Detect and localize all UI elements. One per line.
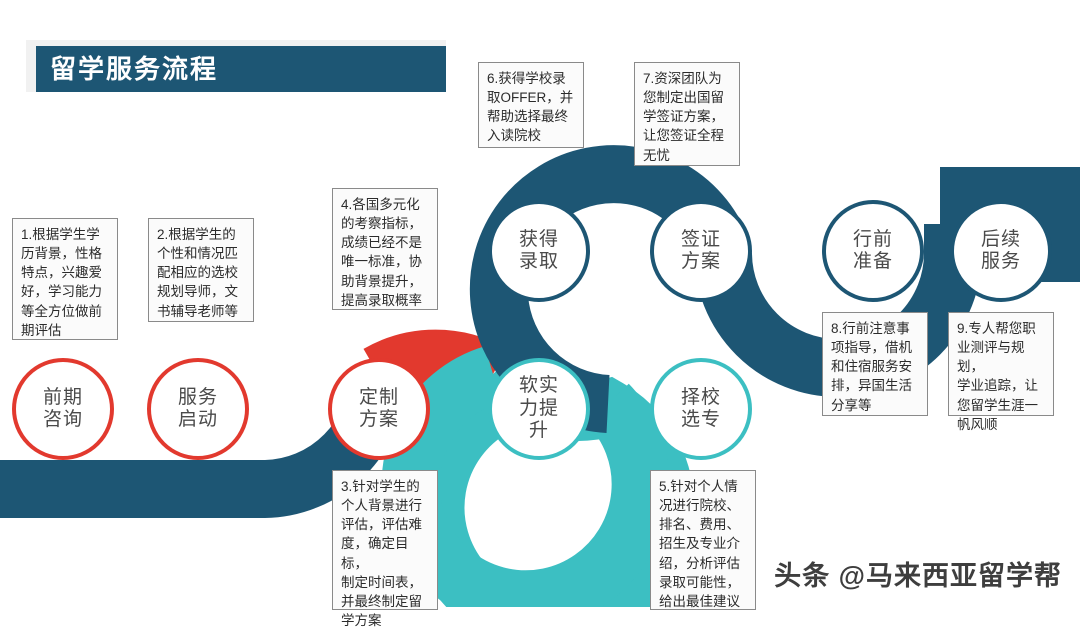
- note-2: 2.根据学生的 个性和情况匹 配相应的选校 规划导师，文 书辅导老师等: [148, 218, 254, 322]
- node-label: 前期 咨询: [42, 386, 83, 430]
- node-admission[interactable]: 获得 录取: [488, 200, 590, 302]
- note-6: 6.获得学校录 取OFFER，并 帮助选择最终 入读院校: [478, 62, 584, 148]
- node-custom-plan[interactable]: 定制 方案: [328, 358, 430, 460]
- watermark: 头条 @马来西亚留学帮: [774, 561, 1062, 591]
- node-pre-departure[interactable]: 行前 准备: [822, 200, 924, 302]
- node-label: 后续 服务: [980, 228, 1021, 272]
- infographic-canvas: 留学服务流程 前期 咨询 服务 启动 定制: [0, 40, 1080, 628]
- note-8: 8.行前注意事 项指导，借机 和住宿服务安 排，异国生活 分享等: [822, 312, 928, 416]
- node-label: 行前 准备: [852, 228, 893, 272]
- node-follow-up[interactable]: 后续 服务: [950, 200, 1052, 302]
- note-4: 4.各国多元化 的考察指标， 成绩已经不是 唯一标准，协 助背景提升， 提高录取…: [332, 188, 438, 310]
- note-5: 5.针对个人情 况进行院校、 排名、费用、 招生及专业介 绍，分析评估 录取可能…: [650, 470, 756, 610]
- node-soft-skill[interactable]: 软实 力提 升: [488, 358, 590, 460]
- node-label: 软实 力提 升: [518, 375, 559, 442]
- note-3: 3.针对学生的 个人背景进行 评估，评估难 度，确定目标， 制定时间表， 并最终…: [332, 470, 438, 628]
- node-label: 获得 录取: [518, 228, 559, 272]
- node-label: 择校 选专: [680, 386, 721, 430]
- node-service-start[interactable]: 服务 启动: [147, 358, 249, 460]
- page-title: 留学服务流程: [50, 54, 219, 84]
- node-visa-plan[interactable]: 签证 方案: [650, 200, 752, 302]
- node-school-major[interactable]: 择校 选专: [650, 358, 752, 460]
- node-label: 服务 启动: [177, 386, 218, 430]
- node-label: 定制 方案: [358, 386, 399, 430]
- note-9: 9.专人帮您职 业测评与规划， 学业追踪，让 您留学生涯一 帆风顺: [948, 312, 1054, 432]
- node-label: 签证 方案: [680, 228, 721, 272]
- note-1: 1.根据学生学 历背景，性格 特点，兴趣爱 好，学习能力 等全方位做前 期评估: [12, 218, 118, 340]
- note-7: 7.资深团队为 您制定出国留 学签证方案， 让您签证全程 无忧: [634, 62, 740, 166]
- page-title-bar: 留学服务流程: [36, 46, 446, 92]
- node-pre-consult[interactable]: 前期 咨询: [12, 358, 114, 460]
